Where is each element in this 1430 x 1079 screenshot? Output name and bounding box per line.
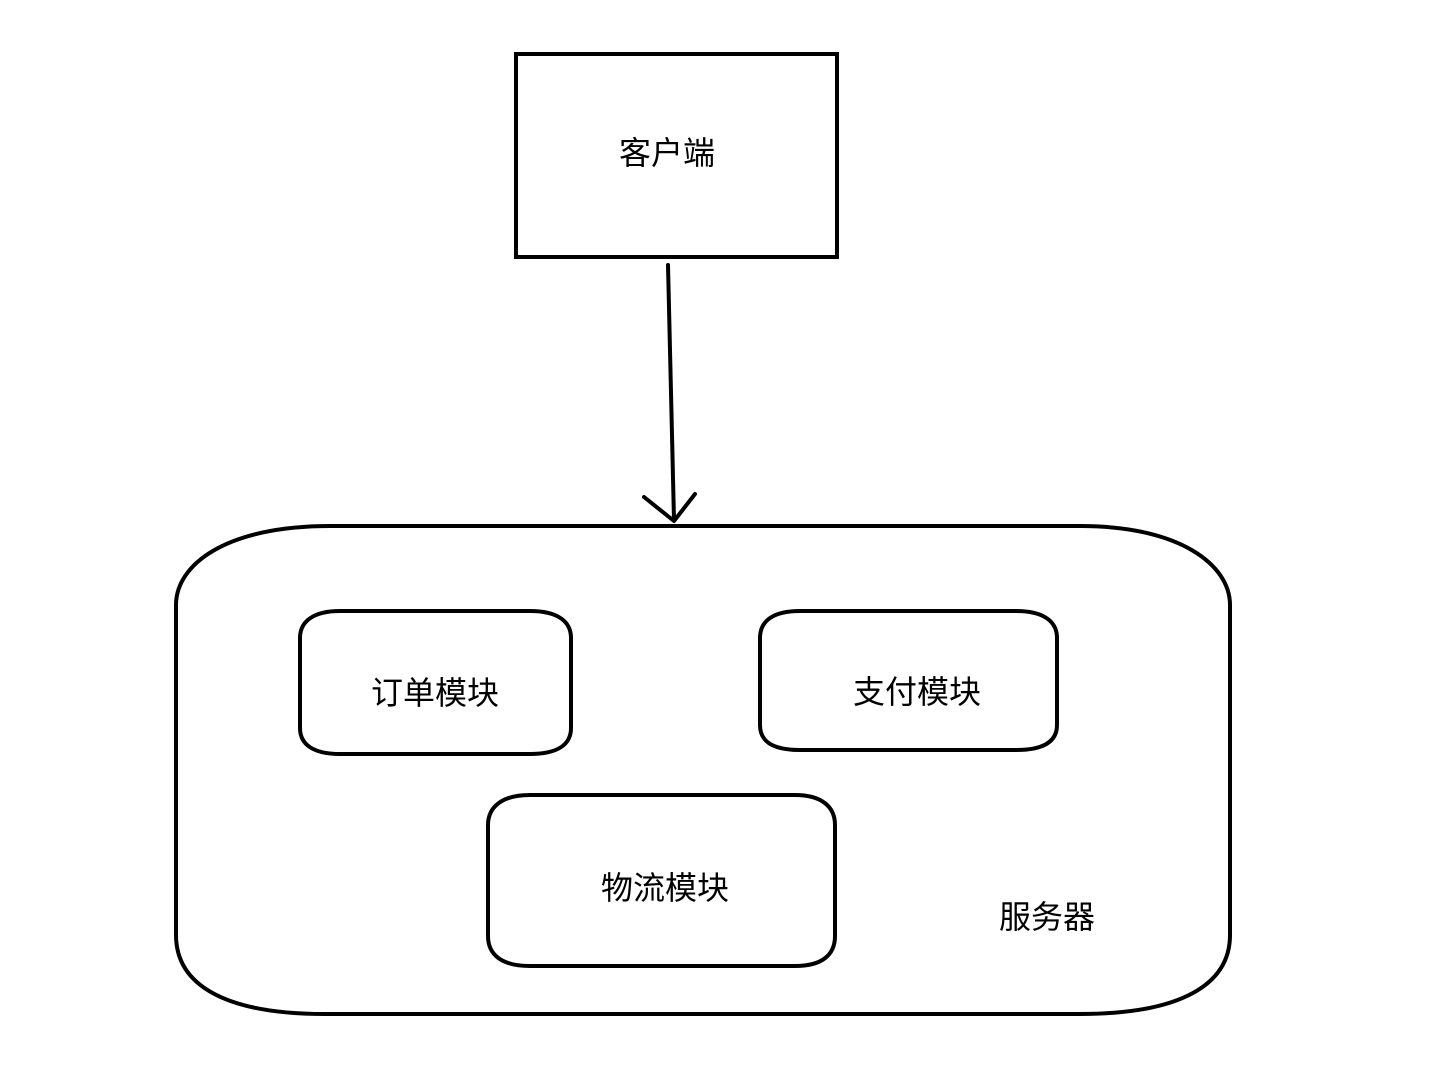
client-box (514, 52, 839, 259)
logistics-module-label: 物流模块 (600, 869, 730, 907)
order-module-box (298, 609, 573, 756)
server-label: 服务器 (998, 898, 1096, 936)
logistics-module-box (486, 793, 837, 968)
payment-module-label: 支付模块 (852, 673, 982, 711)
payment-module-box (758, 609, 1059, 752)
server-container (174, 524, 1232, 1016)
order-module-label: 订单模块 (370, 674, 500, 712)
client-label: 客户端 (618, 134, 716, 172)
client-to-server-arrow-line (666, 263, 676, 522)
arrowhead-icon (642, 492, 697, 523)
